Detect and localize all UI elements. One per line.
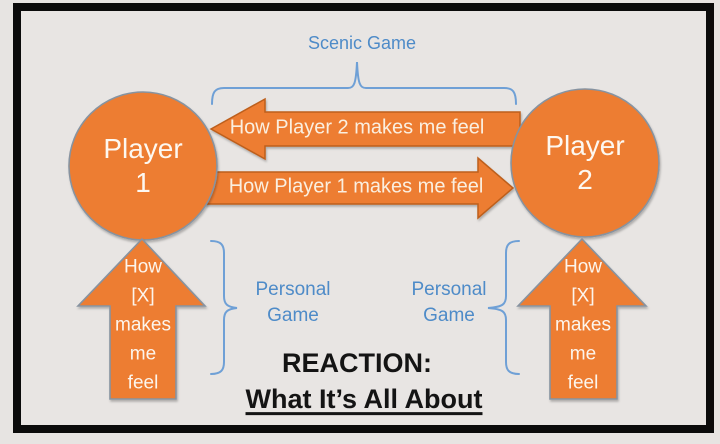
scenic-game-brace	[211, 61, 517, 105]
personal-game-left-label: Personal Game	[255, 279, 331, 326]
arrow-to-player2	[204, 156, 515, 220]
personal-game-brace-right	[487, 240, 520, 375]
player2-circle	[510, 88, 660, 238]
up-arrow-left-label: How [X] makes me feel	[115, 256, 171, 394]
personal-game-right-label: Personal Game	[411, 279, 487, 326]
arrow-to-player1-label: How Player 2 makes me feel	[229, 116, 485, 139]
up-arrow-right	[516, 237, 648, 400]
up-arrow-right-label: How [X] makes me feel	[555, 256, 611, 394]
title-line2: What It’s All About	[245, 384, 483, 415]
up-arrow-left	[76, 237, 207, 400]
scenic-game-label: Scenic Game	[307, 32, 417, 53]
personal-game-brace-left	[210, 240, 238, 375]
title-line1: REACTION:	[282, 348, 432, 379]
player2-label: Player 2	[545, 130, 625, 195]
arrow-to-player2-label: How Player 1 makes me feel	[228, 175, 484, 198]
player1-label: Player 1	[103, 133, 183, 198]
